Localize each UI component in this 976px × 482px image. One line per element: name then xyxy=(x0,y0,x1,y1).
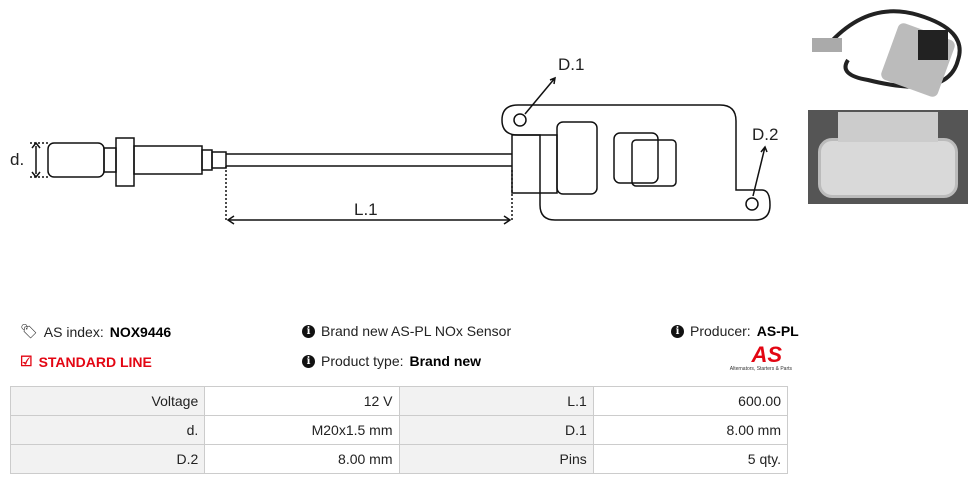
label-l1: L.1 xyxy=(354,200,378,219)
as-pl-logo: AS Alternators, Starters & Parts xyxy=(729,342,792,373)
product-photo xyxy=(808,0,976,105)
info-icon: i xyxy=(671,324,684,338)
as-index: 🏷AS index:NOX9446 xyxy=(20,323,172,340)
standard-line-badge: ☑STANDARD LINE xyxy=(20,353,152,370)
label-d1: D.1 xyxy=(558,55,585,74)
tags-icon: 🏷 xyxy=(20,323,38,339)
technical-drawing xyxy=(30,76,771,225)
info-icon: i xyxy=(302,324,315,338)
label-d: d. xyxy=(10,150,25,169)
checkbox-icon: ☑ xyxy=(20,353,33,369)
connector-photo xyxy=(808,110,968,204)
info-icon: i xyxy=(302,354,315,368)
label-d2: D.2 xyxy=(752,125,779,144)
